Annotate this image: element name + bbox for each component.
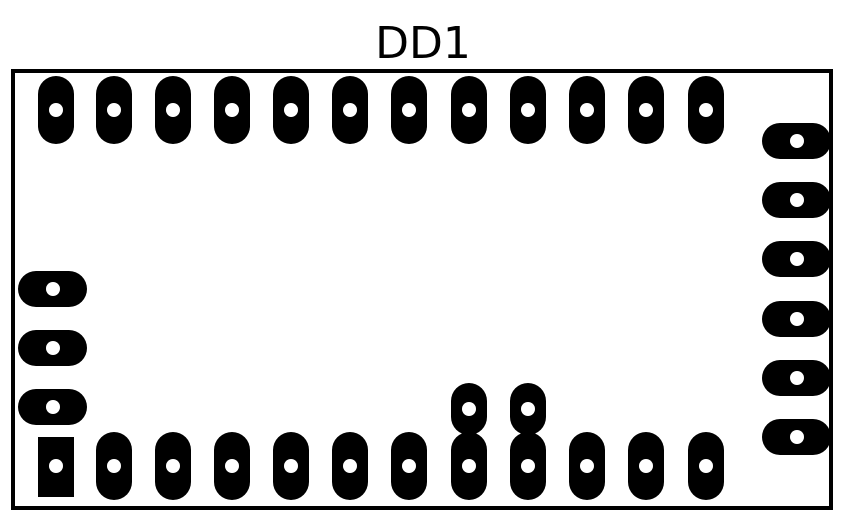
bottom-pad-hole-3 (166, 459, 180, 473)
bottom-pad-hole-7 (402, 459, 416, 473)
top-pad-hole-6 (343, 103, 357, 117)
bottom-pad-hole-10 (580, 459, 594, 473)
right-pad-hole-3 (790, 252, 804, 266)
top-pad-hole-4 (225, 103, 239, 117)
right-pad-hole-2 (790, 193, 804, 207)
top-pad-hole-5 (284, 103, 298, 117)
bottom-pad-hole-4 (225, 459, 239, 473)
bottom-pad-hole-6 (343, 459, 357, 473)
right-pad-hole-6 (790, 430, 804, 444)
bottom-pad-hole-1 (49, 459, 63, 473)
top-pad-hole-1 (49, 103, 63, 117)
bottom-pad-hole-8 (462, 459, 476, 473)
component-outline (11, 69, 833, 510)
top-pad-hole-2 (107, 103, 121, 117)
right-pad-hole-4 (790, 312, 804, 326)
component-designator: DD1 (375, 18, 471, 69)
top-pad-hole-9 (521, 103, 535, 117)
bottom-pad-hole-9 (521, 459, 535, 473)
top-pad-hole-12 (699, 103, 713, 117)
top-pad-hole-10 (580, 103, 594, 117)
pads-group (18, 76, 831, 500)
inner-pad-hole-2 (521, 402, 535, 416)
top-pad-hole-3 (166, 103, 180, 117)
top-pad-hole-7 (402, 103, 416, 117)
left-pad-hole-2 (46, 341, 60, 355)
left-pad-hole-3 (46, 400, 60, 414)
right-pad-hole-5 (790, 371, 804, 385)
bottom-pad-hole-5 (284, 459, 298, 473)
inner-pad-hole-1 (462, 402, 476, 416)
top-pad-hole-11 (639, 103, 653, 117)
right-pad-hole-1 (790, 134, 804, 148)
left-pad-hole-1 (46, 282, 60, 296)
bottom-pad-hole-11 (639, 459, 653, 473)
bottom-pad-hole-12 (699, 459, 713, 473)
bottom-pad-hole-2 (107, 459, 121, 473)
top-pad-hole-8 (462, 103, 476, 117)
